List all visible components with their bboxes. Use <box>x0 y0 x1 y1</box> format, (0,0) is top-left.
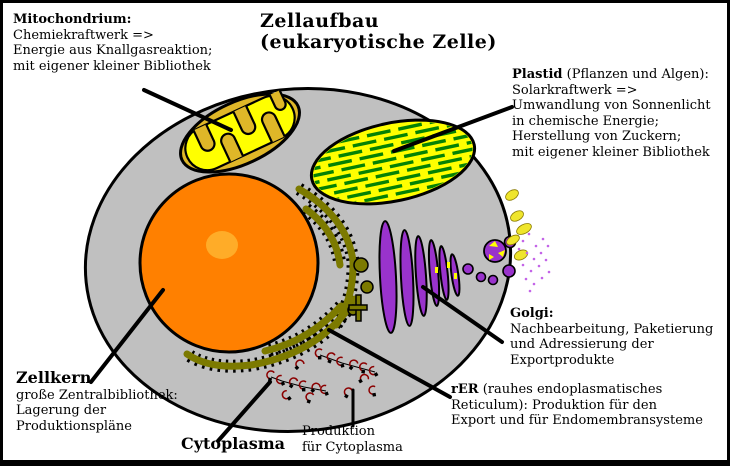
cristae <box>192 89 287 163</box>
title-line-1: Zellaufbau <box>260 10 380 32</box>
leader-line-mitochondrium <box>142 88 233 132</box>
label-line: in chemische Energie; <box>512 113 659 129</box>
cell-diagram <box>83 86 551 443</box>
mitochondrium-label-title: Mitochondrium: <box>13 12 132 27</box>
title-line-2: (eukaryotische Zelle) <box>260 31 497 53</box>
label-line: Solarkraftwerk => <box>512 82 638 98</box>
golgi-label: Golgi: Nachbearbeitung, Paketierung und … <box>510 306 713 368</box>
label-line: große Zentralbibliothek: <box>16 387 178 403</box>
golgi-cargo-flecks <box>435 262 457 279</box>
golgi-label-title: Golgi: <box>510 306 554 321</box>
mitochondrium-label: Mitochondrium: Chemiekraftwerk => Energi… <box>13 12 212 74</box>
cytoplasma-label-title: Cytoplasma <box>181 434 286 453</box>
page-title: Zellaufbau (eukaryotische Zelle) <box>260 11 497 53</box>
label-line: Exportprodukte <box>510 352 615 368</box>
zellkern-label-title: Zellkern <box>16 368 92 387</box>
nucleus-shape <box>138 172 320 354</box>
label-line: Reticulum): Produktion für den <box>451 397 657 413</box>
plastid-label: Plastid (Pflanzen und Algen): Solarkraft… <box>512 67 711 161</box>
secreted-products <box>505 189 532 261</box>
mitochondrion-shape <box>179 89 301 174</box>
label-line: Produktionspläne <box>16 418 132 434</box>
leader-line-cytoplasma <box>216 380 272 443</box>
label-line: Chemiekraftwerk => <box>13 27 154 43</box>
rough-er-shape <box>183 183 374 373</box>
leader-line-golgi <box>421 285 504 344</box>
plastid-label-title: Plastid <box>512 67 563 82</box>
label-line: Export und für Endomembransysteme <box>451 413 703 429</box>
speckle-spray <box>517 232 551 293</box>
label-line: und Adressierung der <box>510 337 654 353</box>
leader-line-zellkern <box>89 288 165 384</box>
rer-label: rER (rauhes endoplasmatisches Reticulum)… <box>451 382 703 429</box>
label-line: Nachbearbeitung, Paketierung <box>510 321 714 337</box>
rer-label-title: rER <box>451 382 479 397</box>
secretory-vesicle-shape <box>483 239 507 263</box>
label-line: mit eigener kleiner Bibliothek <box>512 144 710 160</box>
golgi-shape <box>378 220 461 334</box>
produktion-label: Produktion für Cytoplasma <box>302 424 403 455</box>
label-line: Lagerung der <box>16 403 107 419</box>
label-line: (rauhes endoplasmatisches <box>478 382 663 397</box>
er-vesicles <box>347 257 374 322</box>
leader-lines <box>89 88 514 443</box>
leader-line-rer <box>327 328 452 399</box>
label-line: Herstellung von Zuckern; <box>512 129 682 145</box>
cytoplasma-label: Cytoplasma <box>181 434 285 453</box>
label-line: für Cytoplasma <box>302 439 403 455</box>
nucleolus-shape <box>206 231 238 259</box>
label-line: (Pflanzen und Algen): <box>562 67 709 82</box>
label-line: Umwandlung von Sonnenlicht <box>512 98 711 114</box>
label-line: Energie aus Knallgasreaktion; <box>13 43 213 59</box>
golgi-vesicles <box>462 235 517 286</box>
label-line: Produktion <box>302 424 375 439</box>
ribosome-cluster <box>264 348 380 405</box>
leader-line-plastid <box>392 105 514 153</box>
label-line: mit eigener kleiner Bibliothek <box>13 58 211 74</box>
zellkern-label: Zellkern große Zentralbibliothek: Lageru… <box>16 368 178 434</box>
